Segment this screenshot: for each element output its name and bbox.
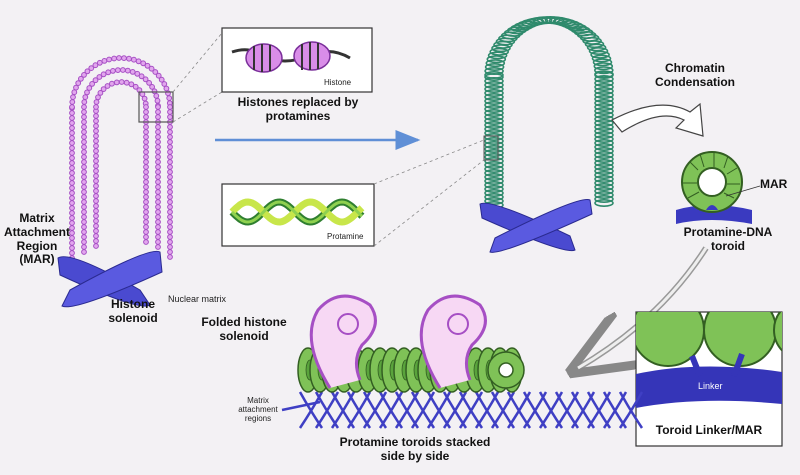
histone-solenoid-figure	[58, 33, 222, 307]
histone-solenoid-label: Histone solenoid	[98, 298, 168, 326]
protamine-inset-label: Protamine	[327, 232, 363, 241]
condensation-arrow	[612, 104, 703, 136]
matrix-attachment-regions-label: Matrix attachment regions	[228, 396, 288, 423]
protamine-coil-figure	[480, 17, 613, 253]
protamine-coil-chain	[485, 17, 613, 208]
protamine-toroids-stacked-label: Protamine toroids stacked side by side	[330, 436, 500, 464]
nuclear-matrix-cross-2	[480, 199, 592, 252]
toroid-figure	[676, 152, 760, 224]
histone-bead-chain	[70, 56, 173, 261]
histone-inset-label: Histone	[324, 78, 351, 87]
toroid-linker-mar-label: Toroid Linker/MAR	[636, 424, 782, 438]
protamine-inset	[222, 140, 484, 246]
chromatin-condensation-label: Chromatin Condensation	[650, 62, 740, 90]
linker-label: Linker	[698, 381, 723, 391]
matrix-mesh	[300, 392, 642, 428]
histones-replaced-label: Histones replaced by protamines	[226, 96, 370, 124]
mar-label: MAR	[760, 178, 787, 192]
nuclear-matrix-label: Nuclear matrix	[168, 294, 226, 304]
protamine-dna-toroid-label: Protamine-DNA toroid	[668, 226, 788, 254]
matrix-attachment-region-label: Matrix Attachment Region (MAR)	[2, 212, 72, 267]
folded-histone-solenoid-label: Folded histone solenoid	[196, 316, 292, 344]
